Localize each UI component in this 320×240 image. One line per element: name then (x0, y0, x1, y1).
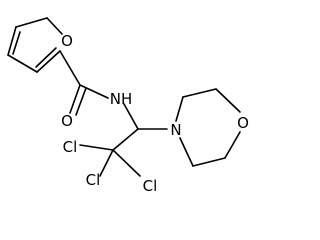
bond-furan-c5-o (46, 17, 63, 35)
atom-morpholine-oxygen: O (237, 114, 249, 132)
bond-furan-c2-c3-double (35, 47, 57, 68)
atom-chlorine-3: Cl (86, 171, 101, 189)
molecule-structure: O O NH N O Cl Cl Cl (7, 17, 249, 195)
atom-amide-nitrogen: NH (110, 90, 133, 108)
atom-labels: O O NH N O Cl Cl Cl (61, 32, 249, 195)
bond-ch-ccl3 (112, 128, 139, 151)
furan-ring (7, 17, 63, 73)
bond-furan-c2-o (36, 50, 61, 73)
atom-chlorine-1: Cl (63, 138, 78, 156)
bond-morph-n-c2 (175, 96, 184, 122)
backbone (79, 128, 168, 177)
bond-furan-c3-c4-double (12, 31, 21, 55)
bond-morph-c5-c6 (192, 157, 226, 167)
bond-carbonyl-o (69, 84, 81, 114)
amide-group (59, 50, 139, 130)
atom-chlorine-2: Cl (143, 177, 158, 195)
bond-furan-c4-c5 (15, 17, 48, 28)
bond-furan-c2-c3 (7, 54, 38, 73)
bond-carbonyl-n (79, 84, 109, 99)
bond-morph-c6-n (179, 137, 194, 167)
bond-morph-o-c5 (224, 131, 241, 159)
bond-furan-carbonyl (59, 50, 81, 86)
bond-n-ch (123, 103, 139, 130)
atom-furan-oxygen: O (61, 32, 73, 50)
bond-ccl3-cl3 (99, 149, 114, 177)
bond-ccl3-cl1 (79, 144, 114, 151)
bond-morph-c2-c3 (182, 88, 217, 98)
bond-ccl3-cl2 (112, 149, 141, 177)
atom-morpholine-nitrogen: N (170, 121, 181, 139)
bond-carbonyl-o-double (75, 87, 87, 116)
morpholine-ring (175, 88, 241, 167)
bond-morph-c3-o (215, 88, 241, 113)
atom-carbonyl-oxygen: O (61, 112, 73, 130)
bond-furan-c3-c4 (7, 26, 17, 56)
